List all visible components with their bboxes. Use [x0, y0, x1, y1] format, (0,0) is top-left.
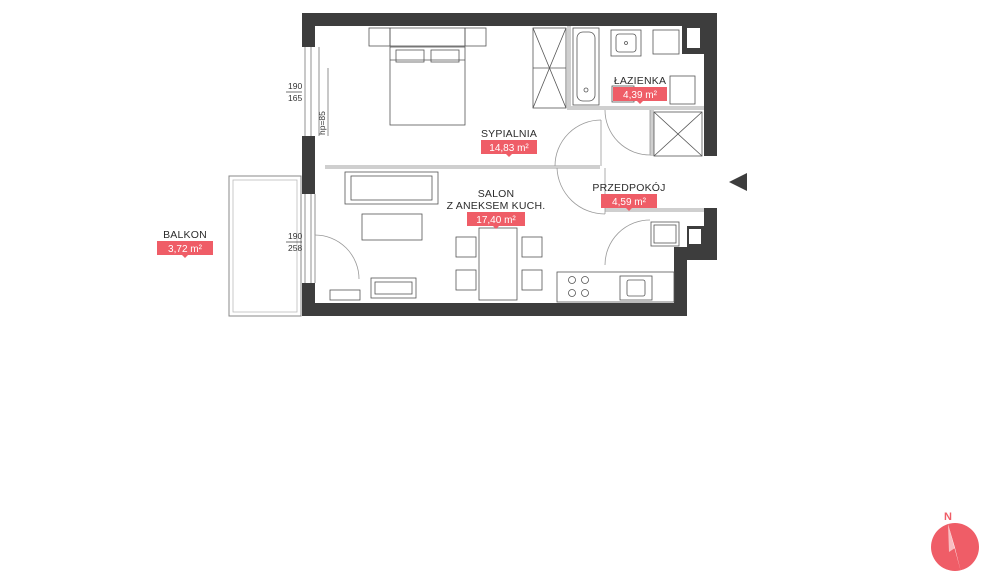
dim-sill-height: hp=85: [317, 111, 327, 135]
compass: N: [931, 511, 979, 572]
room-name: ŁAZIENKA: [614, 75, 666, 87]
outer-walls: [302, 13, 717, 316]
dim-bedroom-bottom: 165: [288, 93, 302, 103]
doors: [314, 109, 651, 280]
compass-icon: [931, 523, 979, 571]
room-name-line1: SALON: [478, 188, 515, 200]
bedroom-furniture: [368, 27, 567, 126]
window-dimensions: 190 165 hp=85 190 258: [286, 81, 327, 253]
entrance-arrow-icon: [729, 173, 747, 191]
room-area: 4,39 m²: [623, 90, 658, 101]
room-przedpokoj-label: PRZEDPOKÓJ 4,59 m²: [592, 181, 665, 211]
room-name: SYPIALNIA: [481, 128, 537, 140]
room-lazienka-label: ŁAZIENKA 4,39 m²: [613, 75, 667, 104]
salon-furniture: [329, 171, 680, 303]
room-balkon-label: BALKON 3,72 m²: [157, 229, 213, 258]
room-name: PRZEDPOKÓJ: [592, 181, 665, 194]
room-name-line2: Z ANEKSEM KUCH.: [447, 200, 546, 212]
interior-walls: [325, 26, 704, 212]
dim-bedroom-top: 190: [288, 81, 302, 91]
dim-salon-top: 190: [288, 231, 302, 241]
dim-salon-bottom: 258: [288, 243, 302, 253]
room-salon-label: SALON Z ANEKSEM KUCH. 17,40 m²: [447, 188, 546, 229]
balcony: [228, 175, 302, 317]
room-name: BALKON: [163, 229, 207, 241]
room-area: 14,83 m²: [489, 143, 529, 154]
room-area: 3,72 m²: [168, 244, 203, 255]
room-area: 17,40 m²: [476, 215, 516, 226]
room-sypialnia-label: SYPIALNIA 14,83 m²: [481, 128, 537, 157]
room-area: 4,59 m²: [612, 197, 647, 208]
compass-north-label: N: [944, 511, 952, 523]
